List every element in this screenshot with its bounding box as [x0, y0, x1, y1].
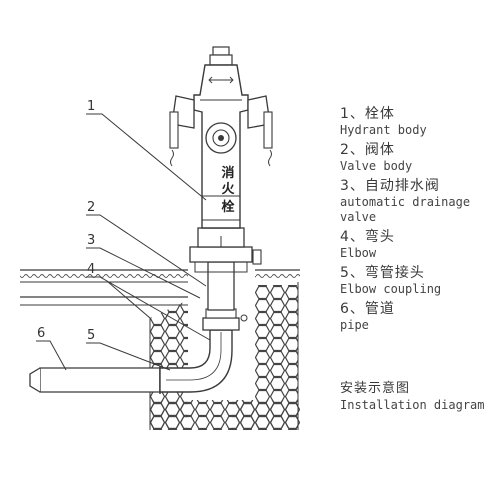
legend-en: Hydrant body — [340, 123, 427, 137]
caption-cn: 安装示意图 — [340, 381, 411, 396]
elbow — [159, 329, 233, 393]
stamp-char-1: 消 — [221, 165, 234, 181]
stamp-char-3: 栓 — [221, 199, 234, 215]
legend-cn: 5、弯管接头 — [340, 265, 425, 281]
legend-item-drainage-valve: 3、自动排水阀 automatic drainage valve — [340, 178, 498, 225]
legend-en: Elbow coupling — [340, 282, 442, 296]
callout-3: 3 — [87, 233, 95, 248]
legend-item-elbow: 4、弯头 Elbow — [340, 229, 498, 261]
legend-cn: 1、栓体 — [340, 106, 395, 122]
elbow-coupling — [202, 308, 248, 331]
pipe — [29, 366, 161, 394]
trench-outline — [107, 281, 151, 430]
legend-item-hydrant-body: 1、栓体 Hydrant body — [340, 106, 498, 138]
callout-6: 6 — [37, 326, 45, 341]
legend-cn: 2、阀体 — [340, 142, 395, 158]
legend-item-pipe: 6、管道 pipe — [340, 301, 498, 333]
diagram-caption: 安装示意图 Installation diagram — [340, 381, 485, 413]
callout-5: 5 — [87, 328, 95, 343]
leader-lines — [36, 113, 211, 371]
ground-surface — [20, 269, 300, 283]
drainage-valve — [252, 249, 262, 265]
legend-cn: 6、管道 — [340, 301, 395, 317]
gravel-backfill — [150, 282, 300, 430]
caption-en: Installation diagram — [340, 398, 485, 412]
callout-2: 2 — [87, 200, 95, 215]
legend-en: pipe — [340, 318, 369, 332]
stamp-char-2: 火 — [221, 182, 235, 197]
legend-item-valve-body: 2、阀体 Valve body — [340, 142, 498, 174]
callout-4: 4 — [87, 262, 95, 277]
callout-1: 1 — [87, 99, 95, 114]
buried-layer — [20, 296, 188, 306]
valve-body — [189, 227, 253, 311]
hydrant-stamp: 消 火 栓 — [221, 165, 235, 215]
parts-legend: 1、栓体 Hydrant body 2、阀体 Valve body 3、自动排水… — [340, 106, 498, 337]
legend-cn: 4、弯头 — [340, 229, 395, 245]
legend-item-elbow-coupling: 5、弯管接头 Elbow coupling — [340, 265, 498, 297]
legend-en: Elbow — [340, 246, 377, 260]
hydrant-body — [169, 46, 273, 229]
legend-en: automatic drainage valve — [340, 195, 471, 224]
legend-en: Valve body — [340, 159, 413, 173]
legend-cn: 3、自动排水阀 — [340, 178, 440, 194]
